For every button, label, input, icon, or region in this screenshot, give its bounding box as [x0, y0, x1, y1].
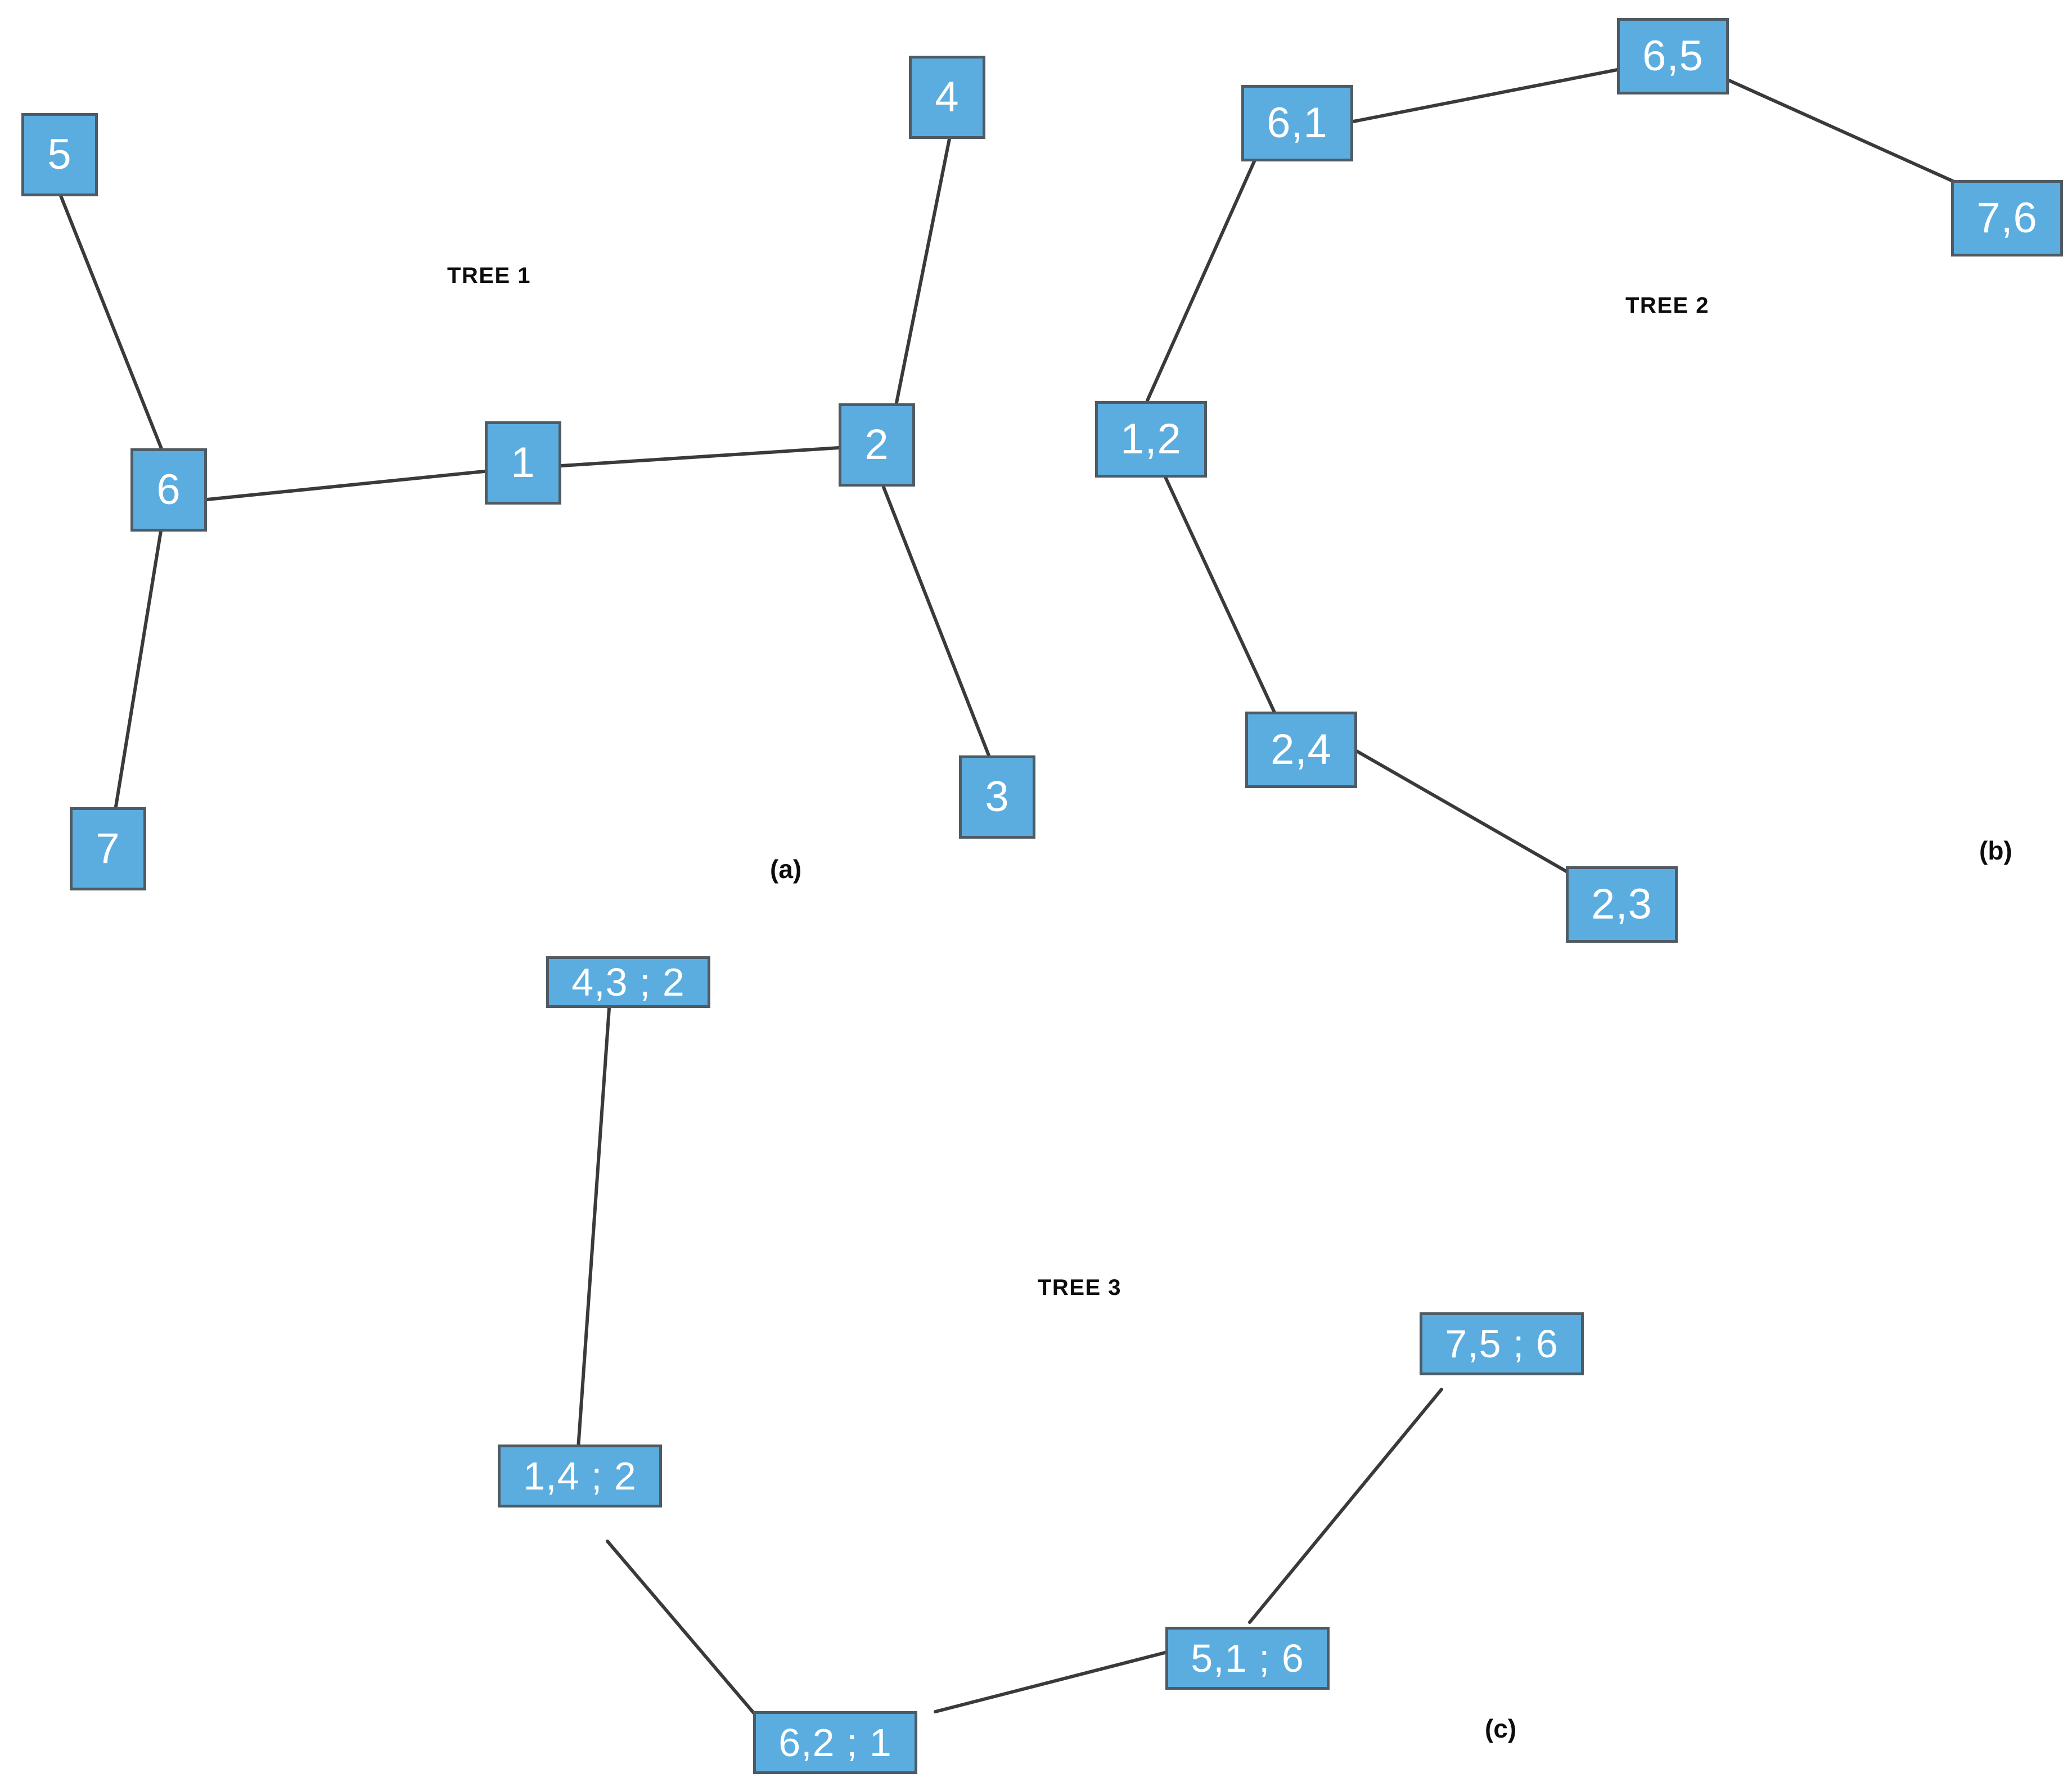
node-tree2-6-5[interactable]: 6,5	[1617, 18, 1729, 94]
tree1-label: TREE 1	[447, 263, 531, 288]
panel-a-label: (a)	[770, 854, 802, 884]
edge-5-6	[59, 194, 164, 452]
edge-2-3	[882, 485, 992, 760]
edge-61-12	[1146, 160, 1256, 402]
node-tree1-4[interactable]: 4	[909, 56, 985, 139]
edge-24-23	[1350, 746, 1571, 875]
node-tree2-2-4[interactable]: 2,4	[1245, 712, 1357, 788]
tree2-label: TREE 2	[1625, 293, 1710, 318]
node-tree1-7[interactable]: 7	[70, 807, 146, 890]
node-tree2-6-1[interactable]: 6,1	[1241, 85, 1353, 161]
edge-61-65	[1352, 66, 1630, 123]
node-tree1-6[interactable]: 6	[130, 448, 207, 532]
edge-621-516	[934, 1649, 1173, 1713]
node-tree3-1-4-2[interactable]: 1,4 ; 2	[498, 1444, 662, 1508]
node-tree2-1-2[interactable]: 1,2	[1095, 401, 1207, 478]
edge-6-7	[114, 529, 163, 812]
edge-1-2	[560, 446, 841, 467]
node-tree3-6-2-1[interactable]: 6,2 ; 1	[753, 1711, 917, 1774]
edge-432-142	[576, 1007, 611, 1450]
node-tree1-2[interactable]: 2	[839, 403, 915, 487]
edge-12-24	[1148, 443, 1278, 719]
edge-6-1	[205, 470, 486, 501]
edge-2-4	[895, 137, 951, 404]
node-tree1-1[interactable]: 1	[485, 421, 561, 505]
node-tree1-5[interactable]: 5	[21, 113, 98, 196]
tree3-label: TREE 3	[1038, 1275, 1122, 1300]
edge-65-76	[1726, 78, 1965, 187]
panel-b-label: (b)	[1979, 836, 2012, 865]
node-tree2-7-6[interactable]: 7,6	[1951, 180, 2063, 256]
node-tree1-3[interactable]: 3	[959, 755, 1035, 839]
node-tree2-2-3[interactable]: 2,3	[1566, 866, 1678, 943]
edge-516-756	[1248, 1388, 1443, 1624]
node-tree3-4-3-2[interactable]: 4,3 ; 2	[546, 956, 710, 1008]
node-tree3-5-1-6[interactable]: 5,1 ; 6	[1165, 1627, 1330, 1690]
node-tree3-7-5-6[interactable]: 7,5 ; 6	[1420, 1312, 1584, 1375]
panel-c-label: (c)	[1485, 1714, 1517, 1743]
